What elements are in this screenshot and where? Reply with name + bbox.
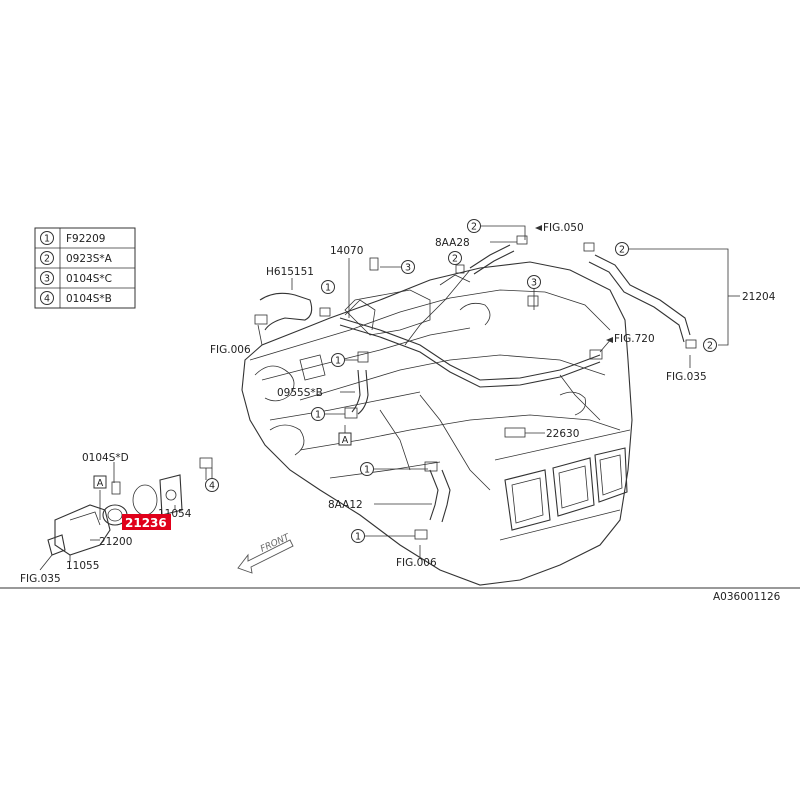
label-fig050: FIG.050: [543, 222, 584, 234]
label-h615151: H615151: [266, 266, 314, 278]
legend-code: 0104S*C: [66, 273, 112, 285]
label-14070: 14070: [330, 245, 363, 257]
legend-code: 0923S*A: [66, 253, 113, 265]
label-8aa28: 8AA28: [435, 237, 470, 249]
legend-row-4: 4 0104S*B: [40, 291, 112, 305]
legend-code: 0104S*B: [66, 293, 112, 305]
box-a-markers: A A: [93, 432, 352, 489]
footer: A036001126: [0, 587, 800, 603]
legend-num: 3: [44, 274, 50, 285]
legend-row-3: 3 0104S*C: [40, 271, 112, 285]
callout-4: 4: [209, 481, 215, 492]
label-fig006-top: FIG.006: [210, 344, 251, 356]
label-21236-highlighted: 21236: [125, 516, 167, 530]
label-0104sd: 0104S*D: [82, 452, 129, 464]
callout-1: 1: [335, 356, 341, 367]
legend-num: 1: [44, 234, 50, 245]
label-0955sb: 0955S*B: [277, 387, 323, 399]
label-fig035-right: FIG.035: [666, 371, 707, 383]
reference-code: A036001126: [713, 591, 781, 603]
front-arrow: FRONT: [237, 532, 294, 574]
legend-table: 1 F92209 2 0923S*A 3 0104S*C 4 0104S*B: [34, 227, 136, 309]
callout-1: 1: [355, 532, 361, 543]
callout-3: 3: [405, 263, 411, 274]
label-fig720: FIG.720: [614, 333, 655, 345]
label-22630: 22630: [546, 428, 579, 440]
label-21200: 21200: [99, 536, 132, 548]
box-a-label: A: [342, 435, 349, 446]
callout-1: 1: [325, 283, 331, 294]
arrow-icon: [606, 337, 613, 343]
callout-2: 2: [707, 341, 713, 352]
callout-2: 2: [452, 254, 458, 265]
box-a-label: A: [97, 478, 104, 489]
label-8aa12: 8AA12: [328, 499, 363, 511]
callout-2: 2: [471, 222, 477, 233]
callout-3: 3: [531, 278, 537, 289]
callouts: 2 2 3 3 2 2 1 1 1 1 1: [205, 219, 729, 543]
hoses: [259, 244, 691, 523]
label-fig035-left: FIG.035: [20, 573, 61, 585]
legend-row-1: 1 F92209: [40, 231, 105, 245]
arrow-icon: [535, 225, 542, 231]
legend-num: 4: [44, 294, 50, 305]
part-labels: 14070 H615151 FIG.006 0955S*B 8AA28 FIG.…: [20, 222, 776, 585]
engine-block-drawing: [241, 261, 633, 586]
callout-1: 1: [364, 465, 370, 476]
callout-1: 1: [315, 410, 321, 421]
label-21204: 21204: [742, 291, 776, 303]
legend-code: F92209: [66, 233, 105, 245]
legend-row-2: 2 0923S*A: [40, 251, 113, 265]
highlight-box: [122, 514, 171, 530]
callout-2: 2: [619, 245, 625, 256]
clamps: [254, 235, 697, 540]
label-11055: 11055: [66, 560, 99, 572]
label-fig006-bottom: FIG.006: [396, 557, 437, 569]
legend-num: 2: [44, 254, 50, 265]
